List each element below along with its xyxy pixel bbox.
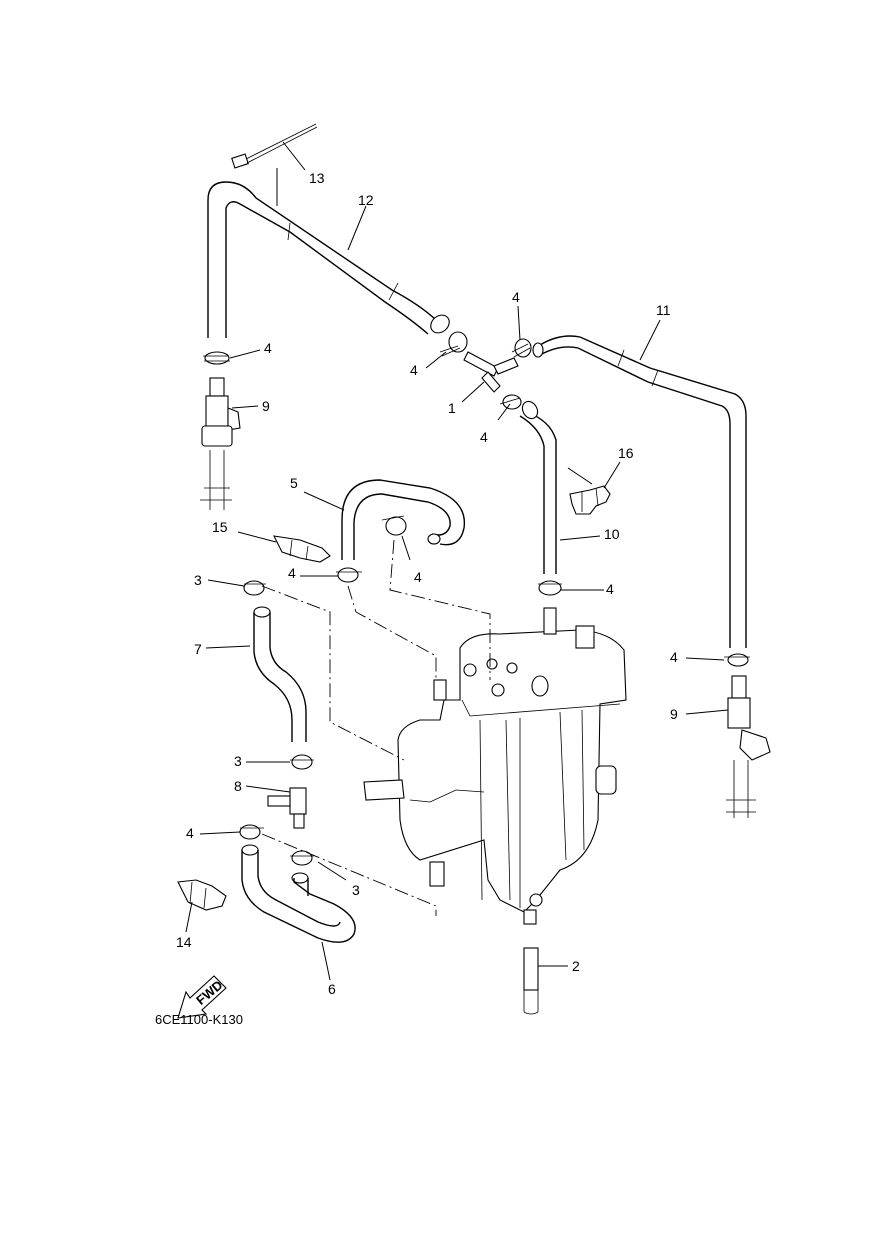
part-10-fuel-hose <box>519 400 557 574</box>
part-4-clamp-upper-left <box>203 351 230 365</box>
part-9-fuel-joint-left <box>200 377 241 510</box>
callout-5: 5 <box>290 475 298 491</box>
callout-2: 2 <box>572 958 580 974</box>
part-16-hose-holder <box>569 485 611 515</box>
part-12-fuel-hose <box>207 181 450 338</box>
callout-3-mid: 3 <box>234 753 242 769</box>
part-3-clamp-lower <box>290 850 314 866</box>
callout-4-mid: 4 <box>414 569 422 585</box>
callout-4-separator-left: 4 <box>288 565 296 581</box>
callout-4-lower-left: 4 <box>186 825 194 841</box>
part-4-clamp-separator-left <box>336 567 362 583</box>
callout-4-top-tee: 4 <box>512 289 520 305</box>
callout-labels: 13 12 4 9 4 4 1 4 11 16 5 15 10 3 4 4 4 … <box>176 170 678 997</box>
part-4-clamp-lower-tee <box>499 394 522 410</box>
callout-4-separator-right: 4 <box>606 581 614 597</box>
callout-15: 15 <box>212 519 228 535</box>
callout-8: 8 <box>234 778 242 794</box>
callout-14: 14 <box>176 934 192 950</box>
part-7-fuel-hose <box>253 606 307 742</box>
callout-10: 10 <box>604 526 620 542</box>
part-2-filter-rod <box>523 947 539 1015</box>
part-1-tee-joint <box>463 351 519 393</box>
fwd-direction-marker: FWD <box>177 975 227 1019</box>
part-15-hose-holder <box>273 535 331 563</box>
part-4-clamp-left-tee <box>439 331 468 357</box>
part-3-clamp-top <box>243 580 266 596</box>
assembly-leader-lines <box>261 539 491 916</box>
callout-13: 13 <box>309 170 325 186</box>
callout-12: 12 <box>358 192 374 208</box>
callout-4-upper-left: 4 <box>264 340 272 356</box>
callout-9-left: 9 <box>262 398 270 414</box>
part-8-joint <box>267 787 307 829</box>
callout-11: 11 <box>656 302 671 318</box>
part-4-clamp-lower-left <box>239 824 264 840</box>
part-9-fuel-joint-right <box>726 675 771 818</box>
callout-7: 7 <box>194 641 202 657</box>
callout-16: 16 <box>618 445 634 461</box>
part-code-label: 6CE1100-K130 <box>155 1012 243 1027</box>
part-3-clamp-mid <box>290 754 314 770</box>
callout-leaders <box>185 141 729 981</box>
vapor-separator-assembly <box>363 607 627 925</box>
callout-4-left-tee: 4 <box>410 362 418 378</box>
part-6-fuel-hose <box>241 844 356 943</box>
callout-3-top: 3 <box>194 572 202 588</box>
callout-4-right-hose: 4 <box>670 649 678 665</box>
callout-9-right: 9 <box>670 706 678 722</box>
part-4-clamp-separator-right <box>538 580 562 596</box>
callout-3-lower: 3 <box>352 882 360 898</box>
part-14-hose-holder <box>177 879 227 911</box>
part-5-fuel-hose <box>341 479 466 560</box>
part-4-clamp-right-hose <box>724 653 750 667</box>
part-4-clamp-right-tee <box>511 338 532 358</box>
part-11-fuel-hose <box>532 335 747 648</box>
callout-6: 6 <box>328 981 336 997</box>
callout-4-lower-tee: 4 <box>480 429 488 445</box>
part-4-clamp-mid <box>381 515 407 536</box>
callout-1: 1 <box>448 400 456 416</box>
part-13-cable-tie <box>231 123 318 206</box>
